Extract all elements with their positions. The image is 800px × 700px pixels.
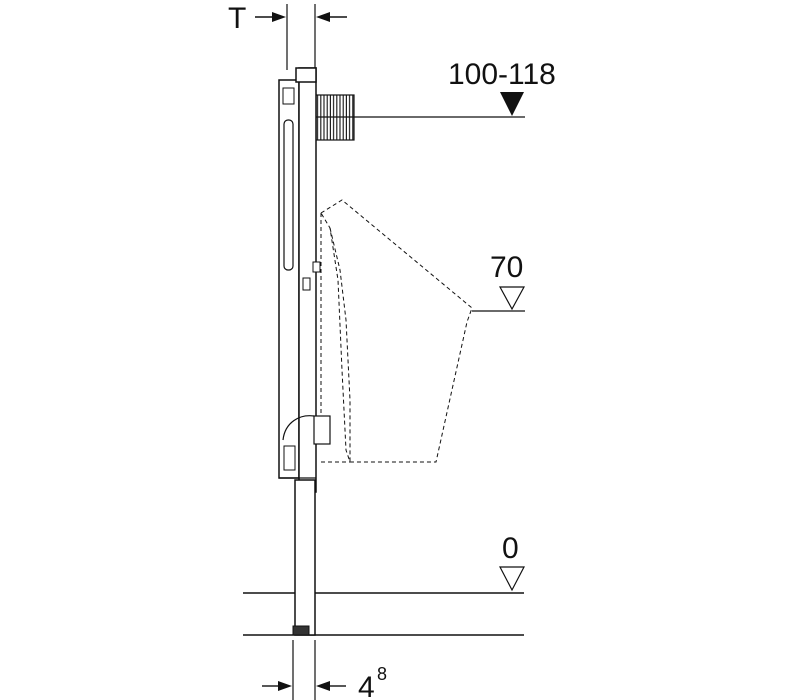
- t-label: T: [228, 2, 246, 35]
- bottom-dimension-exponent: 8: [377, 664, 387, 684]
- level-100-118-filled-triangle: [500, 92, 524, 116]
- frame-bottom-slot: [283, 445, 296, 471]
- level-70-open-triangle: [498, 286, 526, 311]
- frame-foot: [292, 625, 310, 636]
- supply-box-hatched: [315, 94, 355, 141]
- bottom-dimension-value: 4: [358, 671, 375, 700]
- supply-connection: [315, 94, 355, 141]
- frame-long-slot: [283, 119, 294, 271]
- frame-leg: [294, 479, 316, 636]
- level-100-118-label: 100-118: [448, 58, 556, 91]
- level-70-label: 70: [490, 251, 523, 284]
- floor-lines: [243, 592, 524, 636]
- frame-drain-bend: [282, 415, 315, 441]
- level-0-open-triangle: [499, 566, 525, 592]
- t-arrow-right-head: [316, 12, 330, 22]
- level-0: [499, 566, 525, 592]
- bottom-dimension: [262, 640, 346, 700]
- frame-top-slot: [282, 87, 295, 105]
- level-70: [472, 286, 526, 312]
- installation-frame: [278, 67, 331, 636]
- t-dimension: [255, 4, 347, 70]
- level-0-label: 0: [502, 532, 519, 565]
- bottom-arrow-right-head: [316, 681, 330, 691]
- bottom-arrow-left-head: [278, 681, 292, 691]
- urinal-inner-contour: [329, 227, 351, 462]
- frame-small-clip: [302, 277, 311, 291]
- urinal-body: [320, 199, 473, 463]
- frame-outlet-block: [313, 415, 331, 445]
- frame-top-cap: [295, 67, 317, 83]
- urinal-outline: [320, 199, 473, 463]
- t-arrow-left-head: [272, 12, 286, 22]
- frame-side-clip: [312, 261, 321, 273]
